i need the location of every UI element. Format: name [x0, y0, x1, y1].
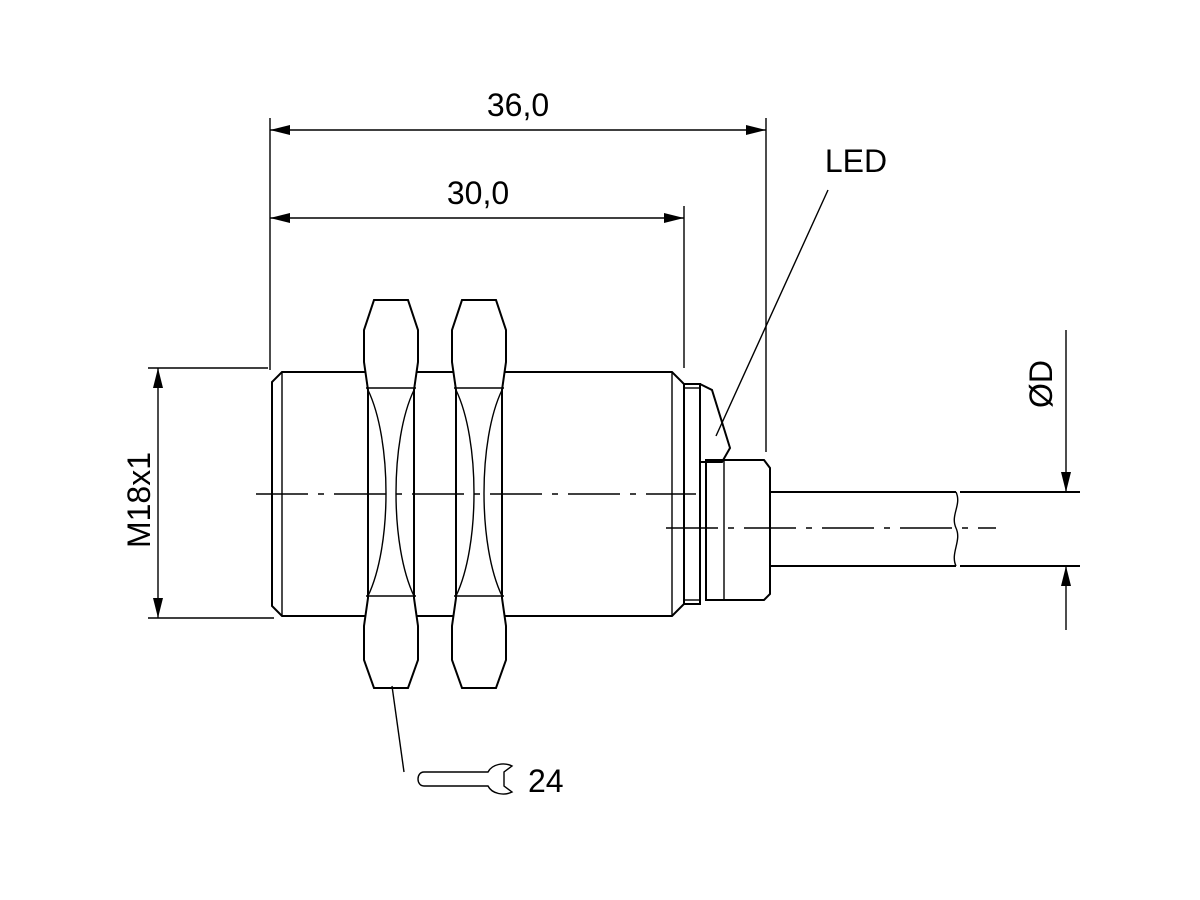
dimension-body-length: 30,0 — [270, 175, 685, 368]
wrench-callout: 24 — [391, 685, 564, 799]
led-callout: LED — [715, 143, 887, 437]
dimension-overall-length: 36,0 — [269, 87, 767, 452]
thread-value: M18x1 — [121, 452, 157, 548]
nut-left — [363, 299, 419, 689]
wrench-size-value: 24 — [528, 763, 564, 799]
wrench-icon — [417, 763, 514, 795]
cable-diameter-value: ØD — [1023, 360, 1059, 408]
led-label: LED — [825, 143, 887, 179]
cable — [770, 491, 1080, 567]
overall-length-value: 36,0 — [487, 87, 549, 123]
sensor-body — [271, 371, 771, 617]
dimension-cable-diameter: ØD — [1023, 330, 1071, 630]
dimension-thread: M18x1 — [121, 367, 274, 619]
body-length-value: 30,0 — [447, 175, 509, 211]
